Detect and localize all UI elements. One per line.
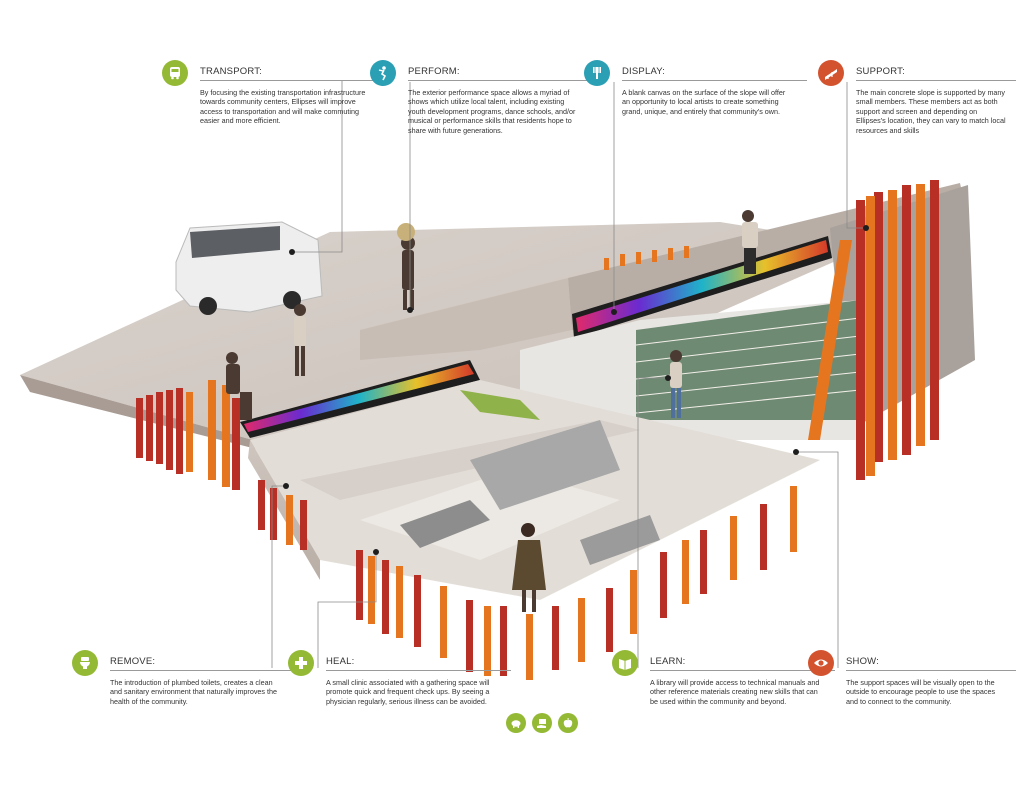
medical-cross-icon xyxy=(288,650,314,676)
performer-icon xyxy=(370,60,396,86)
callout-title: SHOW: xyxy=(846,656,880,667)
callout-title: REMOVE: xyxy=(110,656,156,667)
callout-body: A blank canvas on the surface of the slo… xyxy=(622,88,786,116)
callout-leader-lines xyxy=(271,80,866,668)
callout-body: The exterior performance space allows a … xyxy=(408,88,576,135)
divider xyxy=(200,80,385,81)
callout-title: DISPLAY: xyxy=(622,66,666,77)
people xyxy=(226,210,758,612)
person-on-slope-right xyxy=(742,210,758,274)
callout-body: A small clinic associated with a gatheri… xyxy=(326,678,490,706)
person-standing xyxy=(294,304,306,376)
divider xyxy=(856,80,1016,81)
eye-icon xyxy=(808,650,834,676)
divider xyxy=(622,80,807,81)
callout-body: The support spaces will be visually open… xyxy=(846,678,996,706)
divider xyxy=(408,80,593,81)
callout-body: The introduction of plumbed toilets, cre… xyxy=(110,678,277,706)
person-on-slope-left xyxy=(226,352,252,420)
callout-title: SUPPORT: xyxy=(856,66,905,77)
toilet-icon xyxy=(72,650,98,676)
piggy-bank-icon xyxy=(506,713,526,733)
person-library xyxy=(670,350,682,418)
support-members xyxy=(136,180,939,680)
divider xyxy=(110,670,295,671)
callout-body: A library will provide access to technic… xyxy=(650,678,820,706)
library-shelves xyxy=(520,300,861,440)
paintbrush-icon xyxy=(584,60,610,86)
callout-anchor-dots xyxy=(283,225,869,555)
person-clinic xyxy=(512,523,546,612)
divider xyxy=(846,670,1016,671)
van xyxy=(175,221,323,315)
structure-icon xyxy=(818,60,844,86)
book-icon xyxy=(612,650,638,676)
callout-body: The main concrete slope is supported by … xyxy=(856,88,1006,135)
bus-icon xyxy=(162,60,188,86)
callout-title: TRANSPORT: xyxy=(200,66,263,77)
person-tuba xyxy=(397,223,415,310)
callout-title: HEAL: xyxy=(326,656,355,667)
callout-title: LEARN: xyxy=(650,656,686,667)
divider xyxy=(326,670,511,671)
hand-money-icon xyxy=(532,713,552,733)
callout-title: PERFORM: xyxy=(408,66,460,77)
divider xyxy=(650,670,835,671)
callout-body: By focusing the existing transportation … xyxy=(200,88,366,126)
apple-icon xyxy=(558,713,578,733)
clinic-rooms xyxy=(248,380,820,600)
bottom-icon-row xyxy=(506,713,578,733)
